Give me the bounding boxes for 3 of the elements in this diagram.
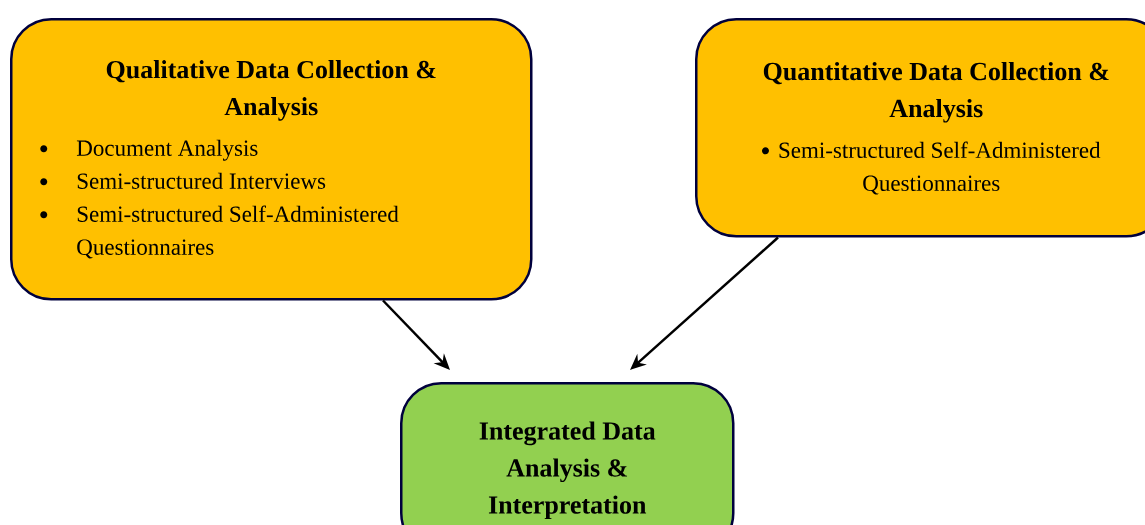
process-box: Quantitative Data Collection & Analysis Semi-structured Self-Administered Questionnaires (695, 18, 1145, 238)
process-box: Qualitative Data Collection & Analysis Document Analysis Semi-structured Interviews Semi-structured Self-Administered Questionnaires (10, 18, 533, 301)
process-box: Integrated Data Analysis & Interpretation (400, 382, 735, 525)
